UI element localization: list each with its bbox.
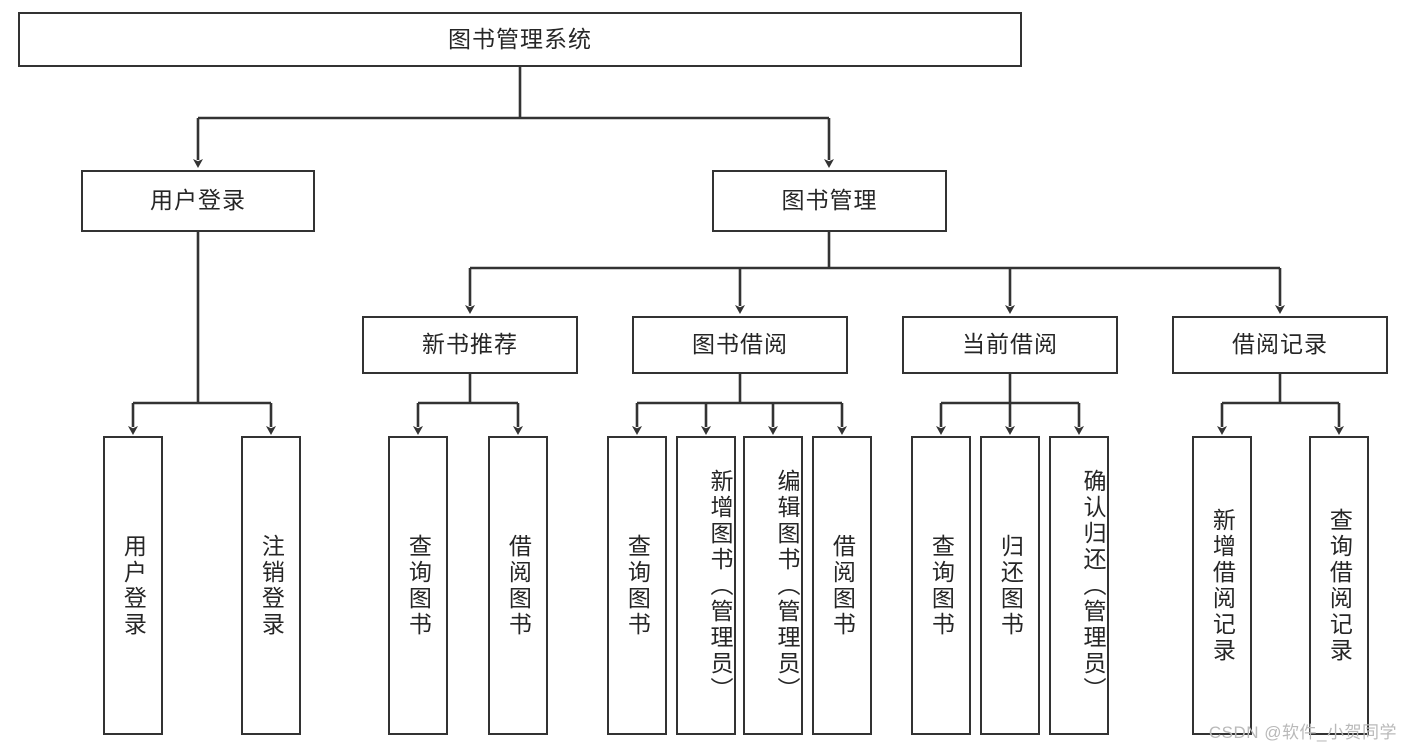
node-leaf-logout-login-label: 注销登录 — [258, 533, 285, 638]
node-leaf-query-book-3-label: 查询图书 — [928, 533, 955, 638]
node-current-borrow[interactable]: 当前借阅 — [902, 316, 1118, 374]
node-borrow-record-label: 借阅记录 — [1232, 331, 1328, 358]
node-book-borrow-label: 图书借阅 — [692, 331, 788, 358]
node-root-label: 图书管理系统 — [448, 25, 592, 52]
node-leaf-add-book[interactable]: 新增图书（管理员） — [676, 436, 736, 735]
node-leaf-query-book-1-label: 查询图书 — [405, 533, 432, 638]
node-book-borrow[interactable]: 图书借阅 — [632, 316, 848, 374]
node-new-book-recommend[interactable]: 新书推荐 — [362, 316, 578, 374]
node-leaf-logout-login[interactable]: 注销登录 — [241, 436, 301, 735]
node-current-borrow-label: 当前借阅 — [962, 331, 1058, 358]
node-book-management-label: 图书管理 — [781, 187, 878, 214]
node-leaf-return-book[interactable]: 归还图书 — [980, 436, 1040, 735]
node-leaf-query-book-2-label: 查询图书 — [624, 533, 651, 638]
node-user-login-label: 用户登录 — [150, 187, 246, 214]
node-leaf-borrow-book-2-label: 借阅图书 — [829, 533, 856, 638]
node-leaf-add-record-label: 新增借阅记录 — [1209, 507, 1236, 664]
node-leaf-borrow-book-2[interactable]: 借阅图书 — [812, 436, 872, 735]
node-borrow-record[interactable]: 借阅记录 — [1172, 316, 1388, 374]
node-user-login[interactable]: 用户登录 — [81, 170, 315, 232]
node-leaf-confirm-return[interactable]: 确认归还（管理员） — [1049, 436, 1109, 735]
node-leaf-query-record[interactable]: 查询借阅记录 — [1309, 436, 1369, 735]
node-root[interactable]: 图书管理系统 — [18, 12, 1022, 67]
node-leaf-query-book-1[interactable]: 查询图书 — [388, 436, 448, 735]
node-leaf-user-login[interactable]: 用户登录 — [103, 436, 163, 735]
node-leaf-return-book-label: 归还图书 — [997, 533, 1024, 638]
node-leaf-confirm-return-label: 确认归还（管理员） — [1080, 468, 1106, 703]
watermark: CSDN @软件_小贺同学 — [1208, 723, 1397, 742]
node-leaf-query-book-2[interactable]: 查询图书 — [607, 436, 667, 735]
node-leaf-query-record-label: 查询借阅记录 — [1326, 507, 1353, 664]
node-leaf-add-book-label: 新增图书（管理员） — [707, 468, 733, 703]
node-leaf-borrow-book-1-label: 借阅图书 — [505, 533, 532, 638]
node-leaf-query-book-3[interactable]: 查询图书 — [911, 436, 971, 735]
node-leaf-borrow-book-1[interactable]: 借阅图书 — [488, 436, 548, 735]
node-new-book-recommend-label: 新书推荐 — [422, 331, 518, 358]
node-leaf-edit-book[interactable]: 编辑图书（管理员） — [743, 436, 803, 735]
node-leaf-add-record[interactable]: 新增借阅记录 — [1192, 436, 1252, 735]
node-leaf-edit-book-label: 编辑图书（管理员） — [774, 468, 800, 703]
node-leaf-user-login-label: 用户登录 — [120, 533, 147, 638]
node-book-management[interactable]: 图书管理 — [712, 170, 947, 232]
